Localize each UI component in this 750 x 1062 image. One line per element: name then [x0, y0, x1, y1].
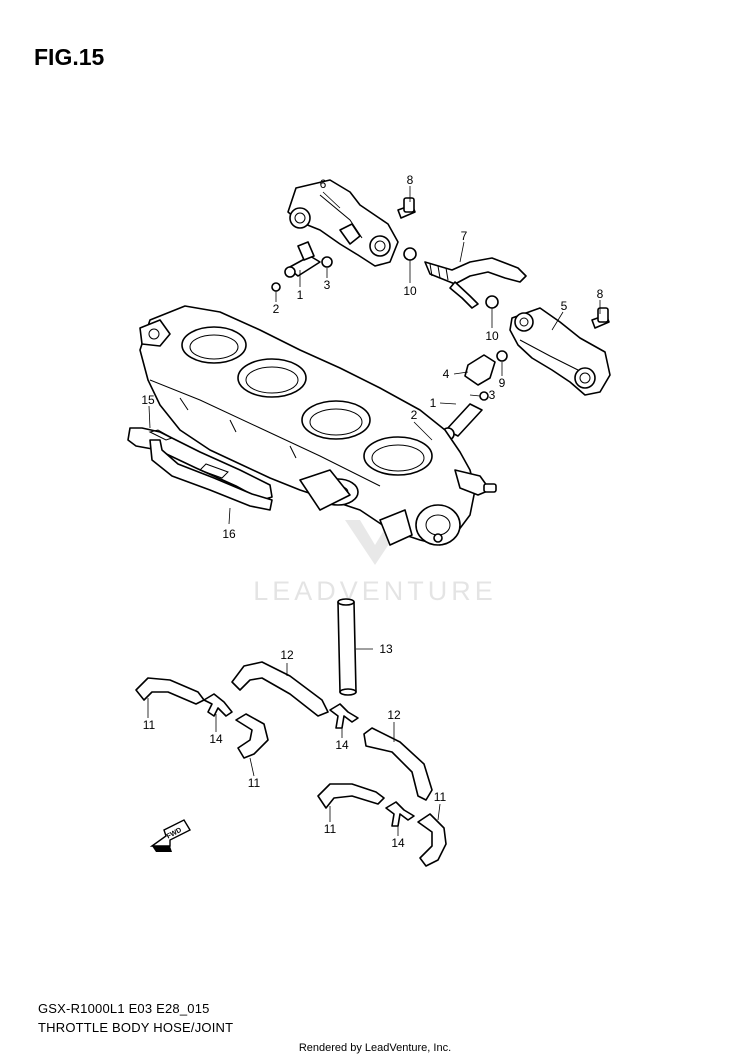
fwd-arrow-icon: FWD: [149, 819, 191, 852]
rendered-by-credit: Rendered by LeadVenture, Inc.: [298, 1042, 452, 1054]
callout-2: 2: [273, 302, 280, 316]
joint-14a[interactable]: [203, 693, 233, 717]
callout-15: 15: [141, 393, 155, 407]
callout-3: 3: [489, 388, 496, 402]
hose-12-lower[interactable]: [363, 727, 433, 801]
watermark: LEADVENTURE: [253, 520, 497, 606]
callout-8: 8: [597, 287, 604, 301]
callout-3: 3: [324, 278, 331, 292]
fuel-feed-hose[interactable]: [424, 257, 527, 309]
callout-16: 16: [222, 527, 236, 541]
callout-12: 12: [280, 648, 294, 662]
callout-10: 10: [403, 284, 417, 298]
callout-1: 1: [430, 396, 437, 410]
hose-11a[interactable]: [135, 677, 205, 705]
hose-12-upper[interactable]: [231, 661, 329, 717]
o-ring-lower[interactable]: [479, 391, 489, 401]
callout-14: 14: [209, 732, 223, 746]
watermark-text: LEADVENTURE: [253, 576, 497, 606]
joint-14c[interactable]: [385, 801, 415, 827]
fuel-injector-upper[interactable]: [284, 241, 321, 278]
hose-11c[interactable]: [317, 783, 385, 809]
callout-11: 11: [248, 776, 261, 790]
callout-12: 12: [387, 708, 401, 722]
callout-14: 14: [335, 738, 349, 752]
o-ring-10a[interactable]: [403, 247, 417, 261]
callout-5: 5: [561, 299, 568, 313]
cushion-upper[interactable]: [271, 282, 281, 292]
section-name: THROTTLE BODY HOSE/JOINT: [38, 1020, 234, 1035]
o-ring-upper[interactable]: [321, 256, 333, 268]
callout-4: 4: [443, 367, 450, 381]
callout-6: 6: [320, 177, 327, 191]
callout-9: 9: [499, 376, 506, 390]
bolt-lower[interactable]: [591, 307, 610, 329]
o-ring-9[interactable]: [496, 350, 508, 362]
callout-13: 13: [379, 642, 393, 656]
joint-4[interactable]: [464, 354, 496, 386]
o-ring-10b[interactable]: [485, 295, 499, 309]
hose-16[interactable]: [149, 439, 273, 511]
callout-14: 14: [391, 836, 405, 850]
callout-10: 10: [485, 329, 499, 343]
callout-1: 1: [297, 288, 304, 302]
figure-title: FIG.15: [34, 44, 105, 70]
hose-13[interactable]: [337, 598, 357, 696]
callout-7: 7: [461, 229, 468, 243]
leader-lines: [147, 186, 601, 836]
fuel-delivery-pipe-upper[interactable]: [287, 179, 399, 267]
hose-11b[interactable]: [235, 713, 269, 759]
callout-8: 8: [407, 173, 414, 187]
throttle-body-assembly[interactable]: [139, 305, 497, 546]
callout-11: 11: [434, 790, 447, 804]
callout-11: 11: [324, 822, 337, 836]
callout-2: 2: [411, 408, 418, 422]
callout-labels: 6 8 7 3 1 2 10 10 5 8 4 9 1 3 2 15 16 13…: [141, 173, 603, 850]
model-code: GSX-R1000L1 E03 E28_015: [38, 1001, 210, 1016]
fuel-delivery-pipe-lower[interactable]: [509, 307, 611, 396]
bolt-upper[interactable]: [397, 197, 416, 219]
joint-14b[interactable]: [329, 703, 359, 729]
hose-11d[interactable]: [417, 813, 447, 867]
callout-11: 11: [143, 718, 156, 732]
